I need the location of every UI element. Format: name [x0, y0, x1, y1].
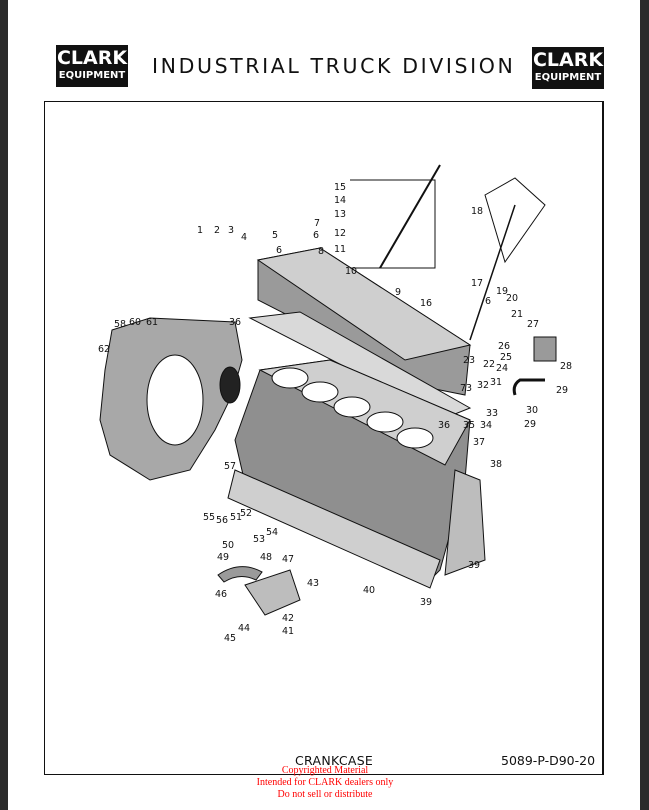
callout-49: 49 — [217, 552, 229, 563]
callout-26: 26 — [498, 341, 510, 352]
page-title: INDUSTRIAL TRUCK DIVISION — [152, 54, 516, 78]
clark-logo-right: CLARK EQUIPMENT — [532, 47, 604, 89]
callout-60: 60 — [129, 317, 141, 328]
callout-54: 54 — [266, 527, 278, 538]
bearing-shell — [217, 566, 263, 583]
callout-29: 29 — [524, 419, 536, 430]
logo-text: CLARK — [532, 49, 604, 71]
callout-62: 62 — [98, 344, 110, 355]
callout-57: 57 — [224, 461, 236, 472]
filler-inset-box — [484, 177, 546, 264]
diagram-caption: CRANKCASE — [295, 753, 374, 768]
callout-36: 36 — [229, 317, 241, 328]
callout-6: 6 — [276, 245, 282, 256]
callout-1: 1 — [197, 225, 203, 236]
callout-55: 55 — [203, 512, 215, 523]
callout-29: 29 — [556, 385, 568, 396]
callout-45: 45 — [224, 633, 236, 644]
clark-logo-left: CLARK EQUIPMENT — [56, 45, 128, 87]
callout-18: 18 — [471, 206, 483, 217]
callout-58: 58 — [114, 319, 126, 330]
callout-12: 12 — [334, 228, 346, 239]
callout-11: 11 — [334, 244, 346, 255]
callout-39: 39 — [468, 560, 480, 571]
logo-text: CLARK — [56, 47, 128, 69]
callout-52: 52 — [240, 508, 252, 519]
callout-30: 30 — [526, 405, 538, 416]
callout-40: 40 — [363, 585, 375, 596]
callout-53: 53 — [253, 534, 265, 545]
watermark-line: Intended for CLARK dealers only — [256, 777, 394, 788]
viewer-border-right — [640, 0, 649, 810]
watermark-line: Do not sell or distribute — [277, 789, 373, 800]
callout-48: 48 — [260, 552, 272, 563]
callout-32: 32 — [477, 380, 489, 391]
callout-10: 10 — [345, 266, 357, 277]
oil-pipe — [512, 378, 545, 396]
part-number: 5089-P-D90-20 — [501, 753, 596, 768]
callout-21: 21 — [511, 309, 523, 320]
callout-16: 16 — [420, 298, 432, 309]
callout-25: 25 — [500, 352, 512, 363]
callout-28: 28 — [560, 361, 572, 372]
callout-42: 42 — [282, 613, 294, 624]
callout-13: 13 — [334, 209, 346, 220]
callout-6: 6 — [313, 230, 319, 241]
callout-27: 27 — [527, 319, 539, 330]
callout-19: 19 — [496, 286, 508, 297]
engine-drawing — [99, 164, 557, 616]
oil-filter — [533, 336, 557, 362]
callout-9: 9 — [395, 287, 401, 298]
callout-17: 17 — [471, 278, 483, 289]
callout-20: 20 — [506, 293, 518, 304]
logo-subtext: EQUIPMENT — [58, 70, 126, 81]
callout-8: 8 — [318, 246, 324, 257]
callout-43: 43 — [307, 578, 319, 589]
callout-51: 51 — [230, 512, 242, 523]
callout-46: 46 — [215, 589, 227, 600]
callout-31: 31 — [490, 377, 502, 388]
callout-35: 35 — [463, 420, 475, 431]
callout-23: 23 — [463, 355, 475, 366]
callout-3: 3 — [228, 225, 234, 236]
callout-4: 4 — [241, 232, 247, 243]
callout-39: 39 — [420, 597, 432, 608]
callout-38: 38 — [490, 459, 502, 470]
callout-22: 22 — [483, 359, 495, 370]
callout-37: 37 — [473, 437, 485, 448]
callout-6: 6 — [485, 296, 491, 307]
callout-7: 7 — [314, 218, 320, 229]
logo-subtext: EQUIPMENT — [534, 72, 602, 83]
callout-36: 36 — [438, 420, 450, 431]
callout-56: 56 — [216, 515, 228, 526]
main-bearing-cap — [244, 569, 301, 616]
callout-50: 50 — [222, 540, 234, 551]
callout-33: 33 — [486, 408, 498, 419]
callout-41: 41 — [282, 626, 294, 637]
callout-5: 5 — [272, 230, 278, 241]
callout-44: 44 — [238, 623, 250, 634]
callout-47: 47 — [282, 554, 294, 565]
crankcase-skirt — [227, 469, 441, 589]
callout-15: 15 — [334, 182, 346, 193]
callout-14: 14 — [334, 195, 346, 206]
callout-34: 34 — [480, 420, 492, 431]
diagram-frame — [44, 101, 604, 775]
callout-24: 24 — [496, 363, 508, 374]
viewer-border-left — [0, 0, 8, 810]
callout-2: 2 — [214, 225, 220, 236]
dipstick-inset-box — [350, 179, 436, 269]
watermark-line: Copyrighted Material — [281, 765, 369, 776]
housing-bore — [146, 354, 204, 446]
callout-73: 73 — [460, 383, 472, 394]
callout-61: 61 — [146, 317, 158, 328]
